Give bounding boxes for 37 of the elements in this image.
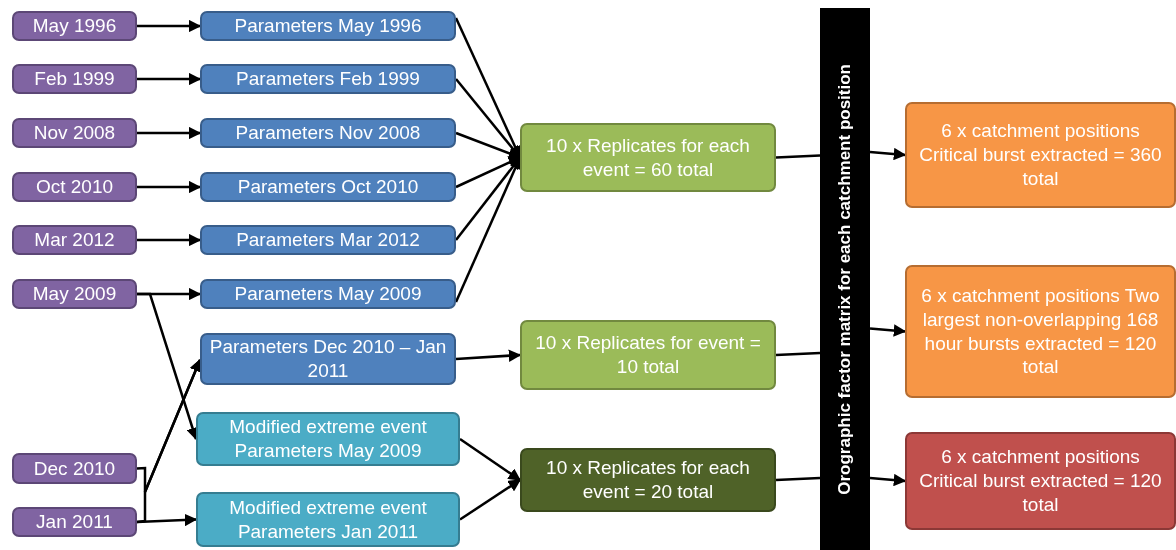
arrow — [869, 473, 907, 487]
result-box: 6 x catchment positions Two largest non-overlapping 168 hour bursts extracted = 120 total — [905, 265, 1176, 398]
arrow — [136, 358, 202, 524]
arrow — [137, 72, 202, 86]
arrow — [136, 513, 198, 527]
arrow — [137, 19, 202, 33]
replicates-box: 10 x Replicates for each event = 20 total — [520, 448, 776, 512]
date-box: Feb 1999 — [12, 64, 137, 94]
parameter-box: Parameters Dec 2010 – Jan 2011 — [200, 333, 456, 385]
replicates-box: 10 x Replicates for event = 10 total — [520, 320, 776, 390]
arrow — [869, 324, 907, 337]
arrow — [455, 349, 522, 362]
date-box: May 2009 — [12, 279, 137, 309]
arrow — [869, 147, 907, 161]
date-box: Mar 2012 — [12, 225, 137, 255]
parameter-box: Parameters May 2009 — [200, 279, 456, 309]
replicates-box: 10 x Replicates for each event = 60 total — [520, 123, 776, 192]
date-box: Dec 2010 — [12, 453, 137, 484]
arrow — [137, 126, 202, 140]
matrix-bar: Orographic factor matrix for each catchment position — [820, 8, 870, 550]
parameter-box: Parameters Oct 2010 — [200, 172, 456, 202]
arrow — [459, 478, 522, 521]
modified-parameter-box: Modified extreme event Parameters May 2009 — [196, 412, 460, 466]
date-box: Oct 2010 — [12, 172, 137, 202]
arrow — [137, 180, 202, 194]
parameter-box: Parameters May 1996 — [200, 11, 456, 41]
date-box: May 1996 — [12, 11, 137, 41]
date-box: Jan 2011 — [12, 507, 137, 537]
arrow — [137, 233, 202, 247]
parameter-box: Parameters Feb 1999 — [200, 64, 456, 94]
result-box: 6 x catchment positions Critical burst extracted = 360 total — [905, 102, 1176, 208]
parameter-box: Parameters Nov 2008 — [200, 118, 456, 148]
modified-parameter-box: Modified extreme event Parameters Jan 2011 — [196, 492, 460, 547]
arrow — [459, 437, 522, 482]
date-box: Nov 2008 — [12, 118, 137, 148]
result-box: 6 x catchment positions Critical burst extracted = 120 total — [905, 432, 1176, 530]
parameter-box: Parameters Mar 2012 — [200, 225, 456, 255]
